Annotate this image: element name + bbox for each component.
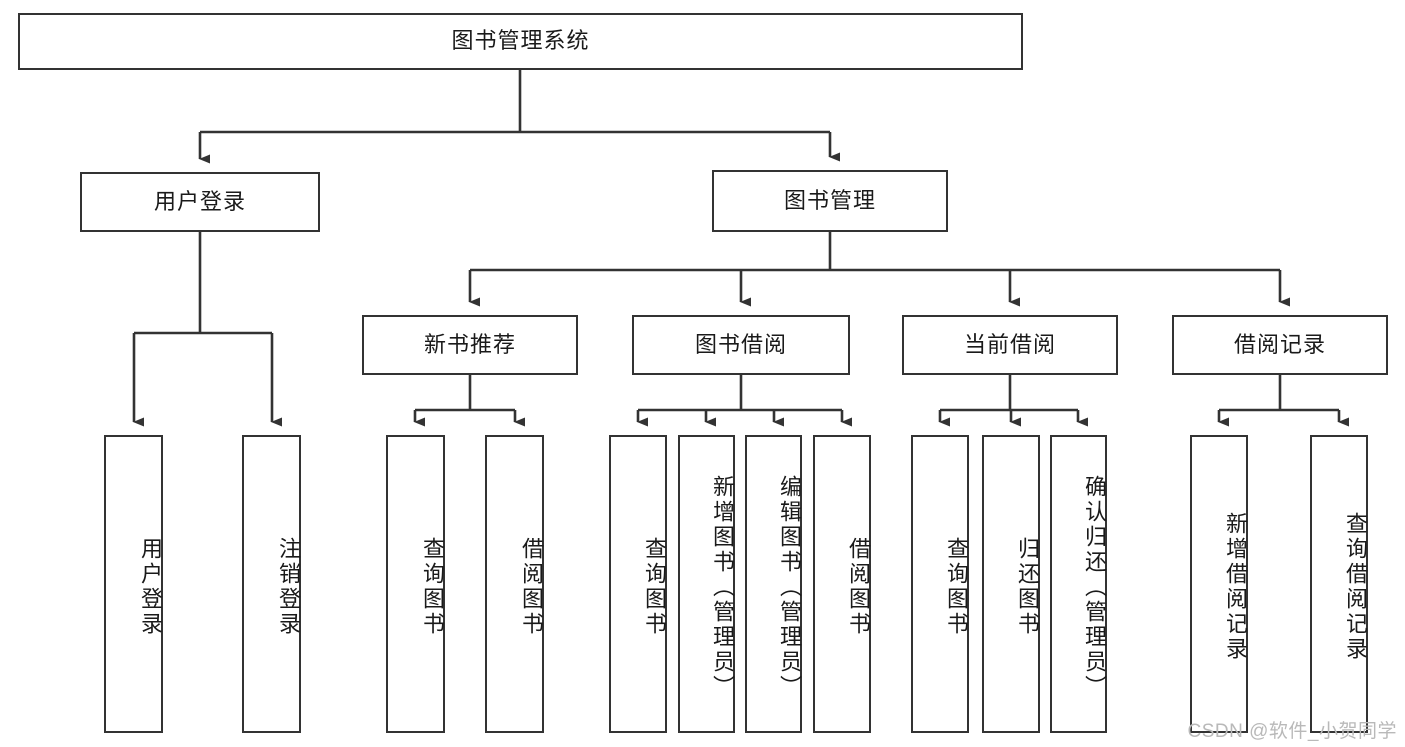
edges-root-level1 [198,70,840,164]
node-leaf-add-borrow-record-label: 新增借阅记录 [1223,512,1248,662]
edges-current-children [938,375,1088,427]
node-leaf-add-borrow-record[interactable]: 新增借阅记录 [1190,435,1248,733]
watermark-text: CSDN @软件_小贺同学 [1187,721,1397,742]
node-leaf-logout[interactable]: 注销登录 [242,435,301,733]
edges-user-login-children [132,232,282,427]
node-root[interactable]: 图书管理系统 [18,13,1023,70]
node-book-management[interactable]: 图书管理 [712,170,948,232]
node-leaf-query-books-current-label: 查询图书 [944,537,969,637]
node-leaf-query-books-borrow-label: 查询图书 [642,537,667,637]
node-leaf-return-books[interactable]: 归还图书 [982,435,1040,733]
node-borrow-records[interactable]: 借阅记录 [1172,315,1388,375]
node-leaf-add-book-admin[interactable]: 新增图书（管理员） [678,435,735,733]
node-borrow-records-label: 借阅记录 [1233,331,1326,357]
node-leaf-query-borrow-record-label: 查询借阅记录 [1343,512,1368,662]
node-leaf-query-books-rec[interactable]: 查询图书 [386,435,445,733]
edges-borrow-children [636,375,852,427]
node-leaf-query-books-current[interactable]: 查询图书 [911,435,969,733]
edges-newbook-children [413,375,525,427]
node-leaf-return-books-label: 归还图书 [1015,537,1040,637]
edges-records-children [1217,375,1349,427]
node-leaf-confirm-return-admin[interactable]: 确认归还（管理员） [1050,435,1107,733]
node-leaf-borrow-books[interactable]: 借阅图书 [813,435,871,733]
node-leaf-add-book-admin-label: 新增图书（管理员） [710,474,735,700]
node-leaf-edit-book-admin[interactable]: 编辑图书（管理员） [745,435,802,733]
node-root-label: 图书管理系统 [451,28,590,54]
node-leaf-user-login-label: 用户登录 [138,537,163,637]
node-user-login[interactable]: 用户登录 [80,172,320,232]
node-user-login-label: 用户登录 [153,188,246,214]
node-book-borrowing-label: 图书借阅 [694,331,787,357]
node-leaf-query-books-rec-label: 查询图书 [420,537,445,637]
node-leaf-user-login[interactable]: 用户登录 [104,435,163,733]
edges-book-mgmt-children [468,232,1290,307]
node-leaf-borrow-books-rec[interactable]: 借阅图书 [485,435,544,733]
node-leaf-query-borrow-record[interactable]: 查询借阅记录 [1310,435,1368,733]
node-book-management-label: 图书管理 [783,187,876,213]
node-book-borrowing[interactable]: 图书借阅 [632,315,850,375]
node-leaf-logout-label: 注销登录 [276,537,301,637]
node-leaf-query-books-borrow[interactable]: 查询图书 [609,435,667,733]
node-leaf-borrow-books-label: 借阅图书 [846,537,871,637]
node-current-borrowing-label: 当前借阅 [963,331,1056,357]
node-leaf-borrow-books-rec-label: 借阅图书 [519,537,544,637]
node-leaf-confirm-return-admin-label: 确认归还（管理员） [1082,474,1107,700]
node-leaf-edit-book-admin-label: 编辑图书（管理员） [777,474,802,700]
node-new-book-recommendation[interactable]: 新书推荐 [362,315,578,375]
node-current-borrowing[interactable]: 当前借阅 [902,315,1118,375]
node-new-book-recommendation-label: 新书推荐 [423,331,516,357]
